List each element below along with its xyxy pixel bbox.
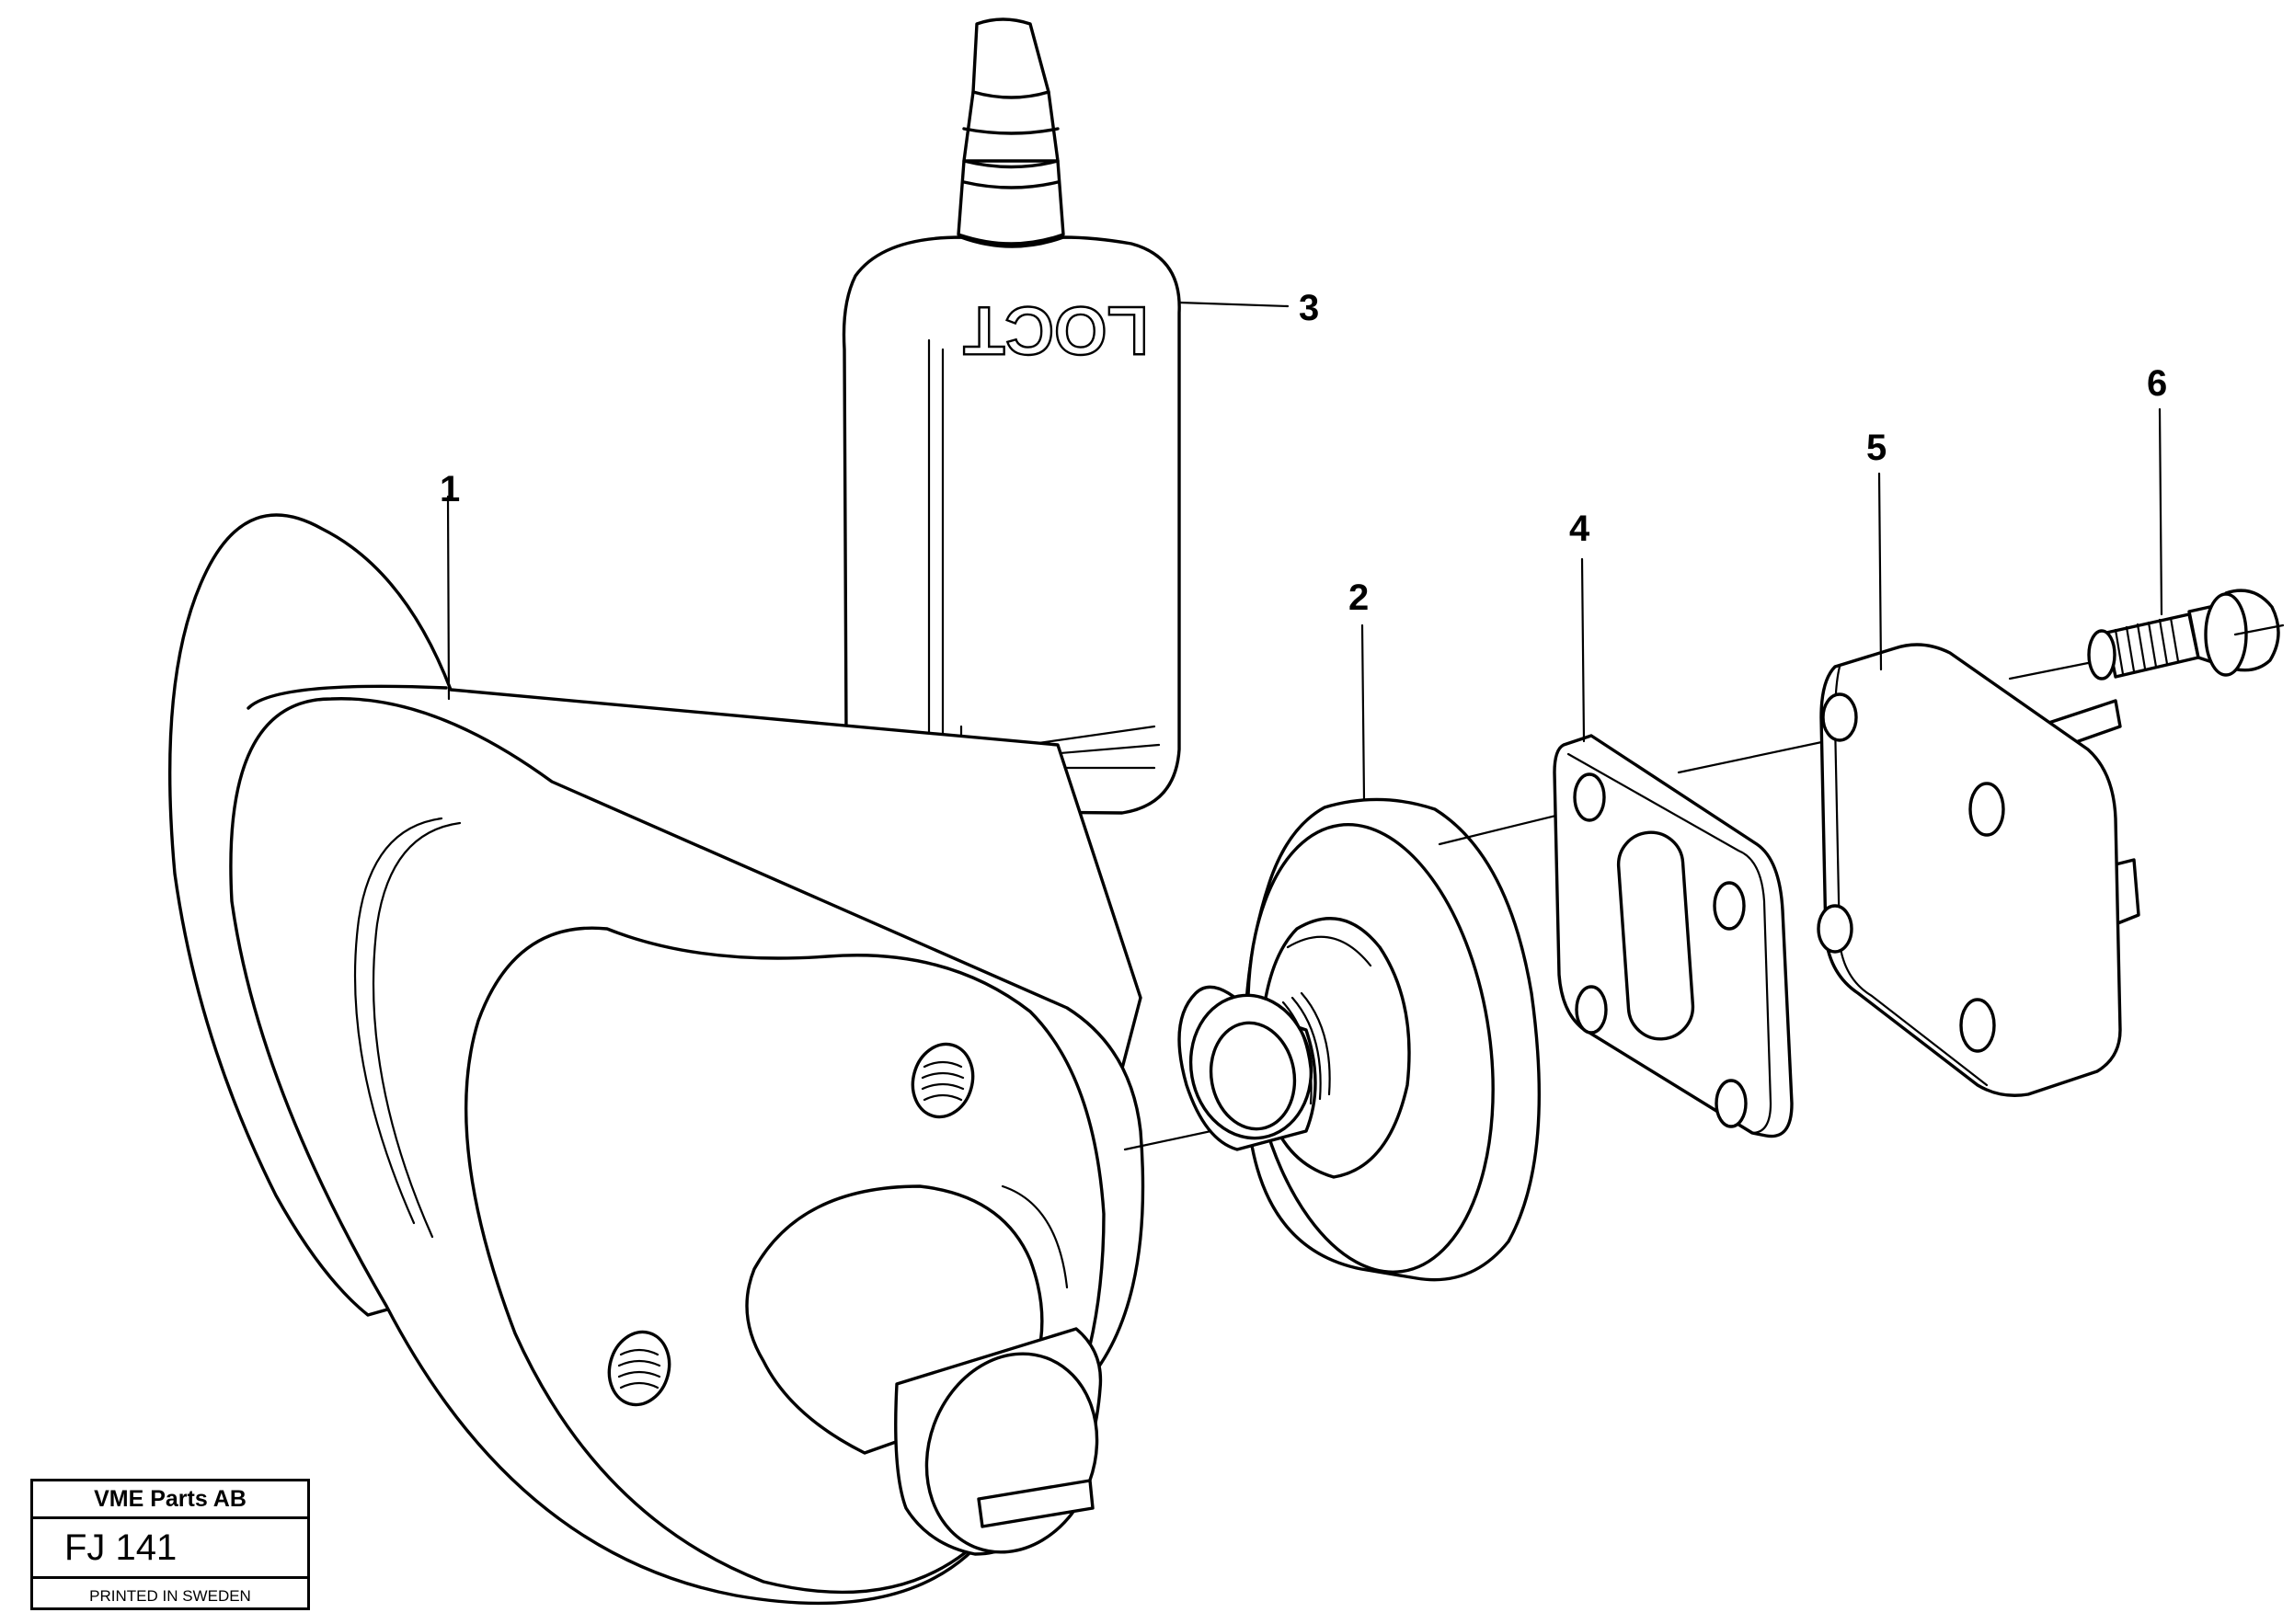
callout-3: 3 bbox=[1299, 288, 1319, 328]
threaded-hole-top bbox=[911, 1042, 975, 1119]
part-5-switch-block bbox=[1817, 472, 2140, 1097]
part-3-bottle: LOCT bbox=[842, 17, 1290, 815]
printed-in-note: PRINTED IN SWEDEN bbox=[89, 1587, 251, 1605]
part-6-screw bbox=[2087, 407, 2285, 680]
callout-2: 2 bbox=[1348, 578, 1369, 618]
title-block: VME Parts AB FJ 141 PRINTED IN SWEDEN bbox=[30, 1479, 310, 1610]
callout-5: 5 bbox=[1866, 428, 1887, 468]
callout-6: 6 bbox=[2147, 363, 2167, 404]
part-2-flange bbox=[1177, 623, 1584, 1282]
callout-4: 4 bbox=[1569, 509, 1590, 549]
part-1-housing bbox=[167, 495, 1234, 1606]
threaded-hole-bottom bbox=[607, 1330, 671, 1407]
part-4-gasket bbox=[1553, 557, 1832, 1138]
company-name: VME Parts AB bbox=[33, 1481, 307, 1519]
figure-code: FJ 141 bbox=[33, 1519, 307, 1579]
callout-1: 1 bbox=[440, 469, 460, 509]
bottle-label-text: LOCT bbox=[963, 292, 1148, 369]
